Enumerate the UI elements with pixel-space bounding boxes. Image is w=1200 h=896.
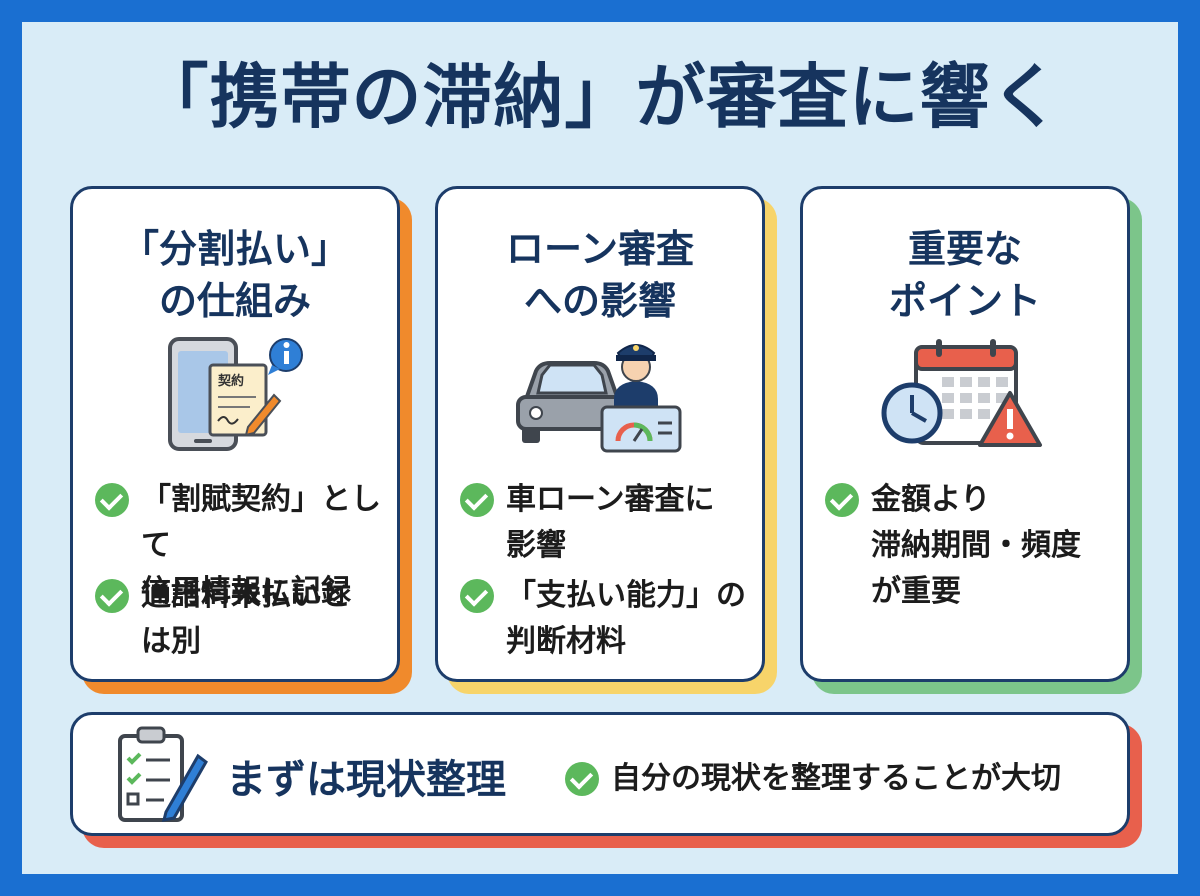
item-line: 「支払い能力」の bbox=[506, 578, 746, 613]
list-item: 「支払い能力」の 判断材料 bbox=[460, 573, 750, 665]
list-item: 金額より 滞納期間・頻度 が重要 bbox=[825, 477, 1115, 615]
bottom-summary-bar bbox=[70, 712, 1130, 836]
card-title-line1: 重要な bbox=[907, 227, 1022, 271]
car-inspector-icon bbox=[438, 335, 762, 455]
calendar-clock-warning-icon bbox=[803, 335, 1127, 455]
check-icon bbox=[565, 762, 599, 796]
item-line: 通話料未払いと bbox=[141, 578, 351, 613]
item-line: が重要 bbox=[871, 574, 961, 609]
item-line: 判断材料 bbox=[506, 624, 626, 659]
card-loan-impact: ローン審査 への影響 車ローン審査に 影響 bbox=[435, 186, 765, 682]
check-icon bbox=[95, 483, 129, 517]
check-icon bbox=[825, 483, 859, 517]
bottom-title: まずは現状整理 bbox=[226, 757, 506, 803]
card-title-line1: ローン審査 bbox=[505, 227, 695, 271]
card-title-line2: の仕組み bbox=[158, 279, 311, 323]
card-installment: 「分割払い」 の仕組み 契約 「割賦契約」として 信用情報に記録 通話料未払いと bbox=[70, 186, 400, 682]
item-line: 金額より bbox=[871, 482, 991, 517]
check-icon bbox=[460, 579, 494, 613]
list-item: 通話料未払いと は別 bbox=[95, 573, 385, 665]
check-icon bbox=[95, 579, 129, 613]
item-line: 「割賦契約」として bbox=[141, 482, 381, 563]
card-title-line2: への影響 bbox=[523, 279, 676, 323]
item-line: 滞納期間・頻度 bbox=[871, 528, 1081, 563]
card-title-line1: 「分割払い」 bbox=[120, 227, 349, 271]
phone-contract-icon: 契約 bbox=[73, 335, 397, 455]
list-item: 「割賦契約」として 信用情報に記録 bbox=[95, 477, 385, 615]
page-title: 「携帯の滞納」が審査に響く bbox=[138, 56, 1062, 138]
item-line: 信用情報に記録 bbox=[141, 574, 351, 609]
check-icon bbox=[460, 483, 494, 517]
card-title-line2: ポイント bbox=[888, 279, 1041, 323]
list-item: 車ローン審査に 影響 bbox=[460, 477, 750, 569]
list-item: 自分の現状を整理することが大切 bbox=[565, 756, 1061, 802]
item-line: は別 bbox=[141, 624, 201, 659]
item-line: 影響 bbox=[506, 528, 566, 563]
clipboard-checklist-icon bbox=[112, 722, 208, 826]
contract-icon-text: 契約 bbox=[217, 373, 244, 389]
bottom-item-text: 自分の現状を整理することが大切 bbox=[611, 761, 1061, 796]
item-line: 車ローン審査に bbox=[506, 482, 715, 517]
card-key-points: 重要な ポイント 金額より 滞納期間・ bbox=[800, 186, 1130, 682]
